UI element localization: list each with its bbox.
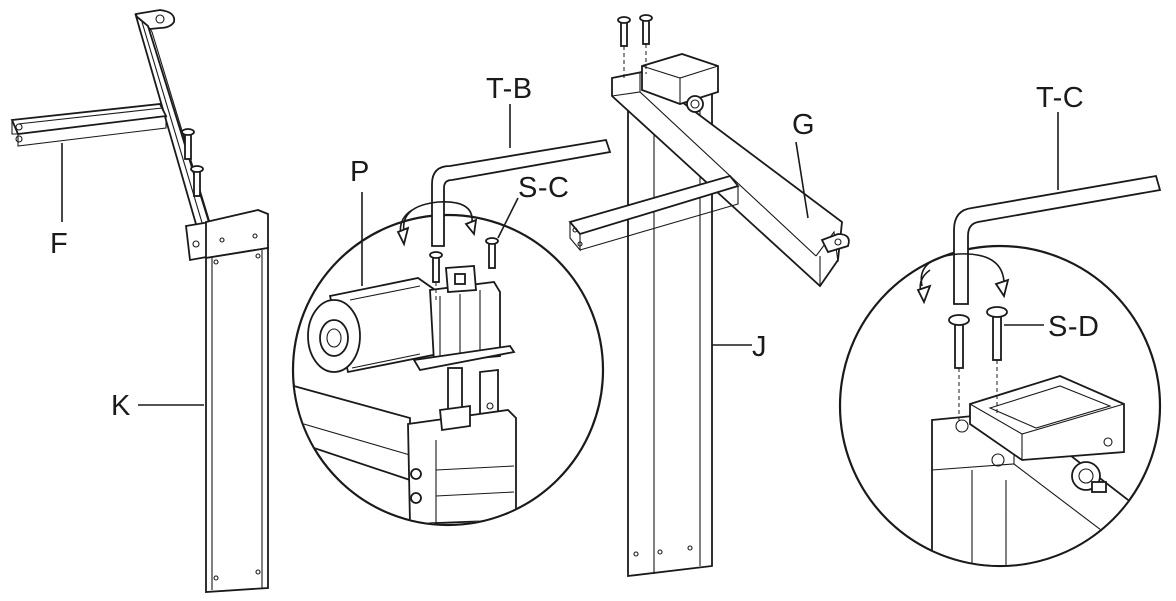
- left-leg-assembly: [10, 9, 269, 593]
- label-T-B: T-B: [486, 73, 533, 105]
- label-F: F: [50, 228, 68, 260]
- label-K: K: [111, 390, 131, 422]
- leader-S-C: [497, 197, 519, 239]
- screw-icon: [181, 128, 204, 197]
- screw-icon: [617, 14, 653, 47]
- hex-key-T-B: [431, 138, 612, 247]
- label-P: P: [350, 156, 370, 188]
- rotation-arrow-icon: [396, 201, 478, 247]
- label-T-C: T-C: [1036, 82, 1084, 114]
- rotation-arrow-icon: [916, 253, 1010, 305]
- leader-G: [795, 141, 809, 219]
- label-G: G: [792, 109, 815, 141]
- hex-key-T-C: [953, 174, 1162, 305]
- label-J: J: [752, 331, 767, 363]
- right-leg-assembly: [568, 14, 850, 578]
- label-S-C: S-C: [518, 172, 569, 204]
- motor-detail-circle: [291, 213, 605, 527]
- label-S-D: S-D: [1048, 311, 1099, 343]
- screw-detail-circle: [838, 244, 1162, 568]
